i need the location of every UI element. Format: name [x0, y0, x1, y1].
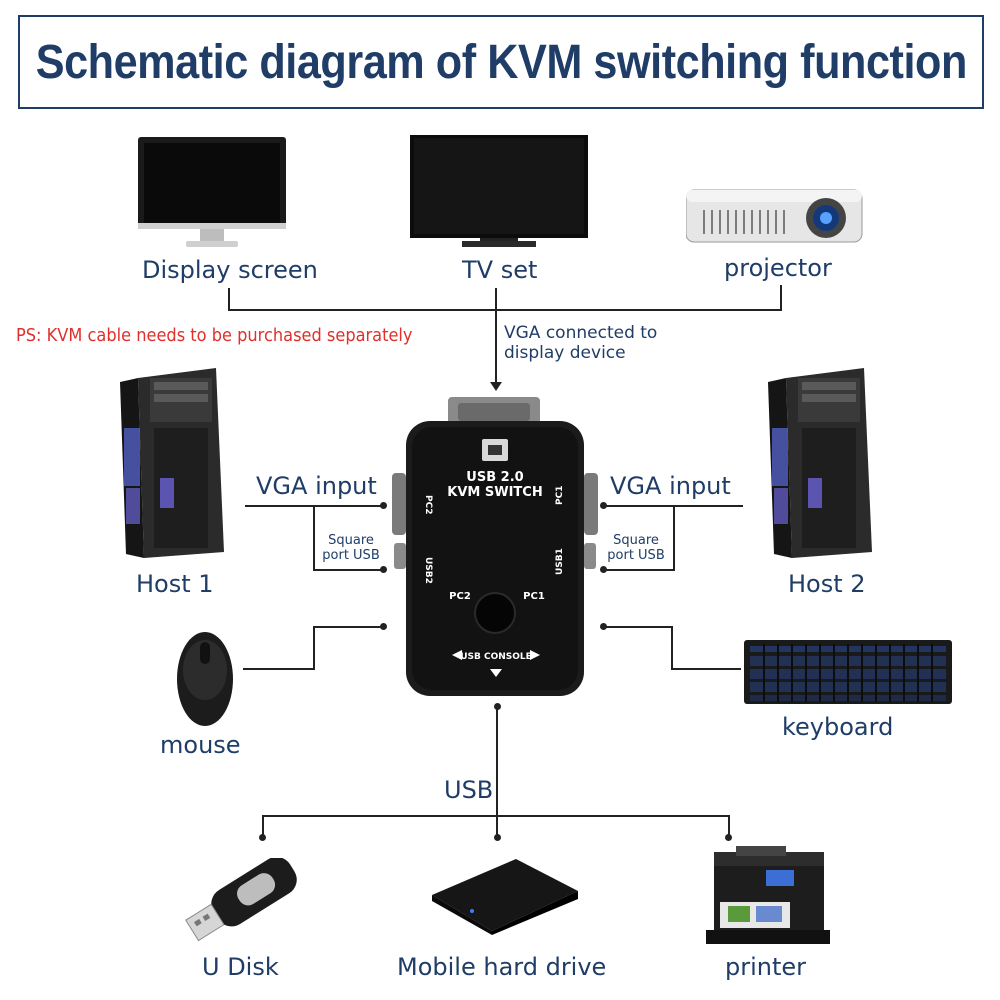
host1-label: Host 1: [136, 570, 214, 598]
kvm-label-line2: KVM SWITCH: [447, 485, 542, 500]
kvm-switch-device: USB 2.0 KVM SWITCH PC2 PC1 USB2 USB1 PC2…: [392, 397, 598, 696]
host2-label: Host 2: [788, 570, 866, 598]
square-usb-left-label-1: Square: [328, 533, 374, 548]
display-screen-label: Display screen: [142, 256, 318, 284]
usb-label: USB: [444, 776, 494, 804]
pc-tower-icon-host2: [768, 368, 872, 558]
vga-input-left-label: VGA input: [256, 472, 377, 500]
purchase-note: PS: KVM cable needs to be purchased sepa…: [16, 325, 413, 346]
printer-label: printer: [725, 953, 807, 981]
hard-drive-icon: [432, 859, 578, 935]
kvm-label-line1: USB 2.0: [466, 470, 523, 485]
usb-disk-icon: [185, 858, 297, 942]
keyboard-icon: [744, 640, 952, 704]
printer-icon: [706, 846, 830, 944]
kvm-side-usb1: USB1: [555, 548, 565, 575]
monitor-icon: [138, 137, 286, 247]
kvm-side-usb2: USB2: [423, 557, 433, 584]
u-disk-label: U Disk: [202, 953, 279, 981]
arrow-down-icon: [490, 382, 502, 391]
kvm-side-pc1: PC1: [555, 486, 565, 505]
kvm-console-label: USB CONSOLE: [460, 652, 532, 662]
tv-set-label: TV set: [462, 256, 538, 284]
page-title: Schematic diagram of KVM switching funct…: [35, 35, 967, 89]
keyboard-label: keyboard: [782, 713, 894, 741]
vga-input-right-label: VGA input: [610, 472, 731, 500]
kvm-port-pc2: PC2: [449, 591, 471, 602]
square-usb-right-label-2: port USB: [607, 548, 665, 563]
vga-display-label-2: display device: [504, 343, 626, 363]
pc-tower-icon-host1: [120, 368, 224, 558]
kvm-port-pc1: PC1: [523, 591, 545, 602]
square-usb-left-label-2: port USB: [322, 548, 380, 563]
tv-icon: [410, 135, 588, 247]
vga-display-label-1: VGA connected to: [504, 323, 658, 343]
mobile-hard-drive-label: Mobile hard drive: [397, 953, 607, 981]
kvm-side-pc2: PC2: [423, 495, 433, 514]
projector-label: projector: [724, 254, 832, 282]
mouse-label: mouse: [160, 731, 241, 759]
mouse-icon: [177, 632, 233, 726]
projector-icon: [686, 189, 863, 243]
square-usb-right-label-1: Square: [613, 533, 659, 548]
title-box: Schematic diagram of KVM switching funct…: [18, 15, 984, 109]
